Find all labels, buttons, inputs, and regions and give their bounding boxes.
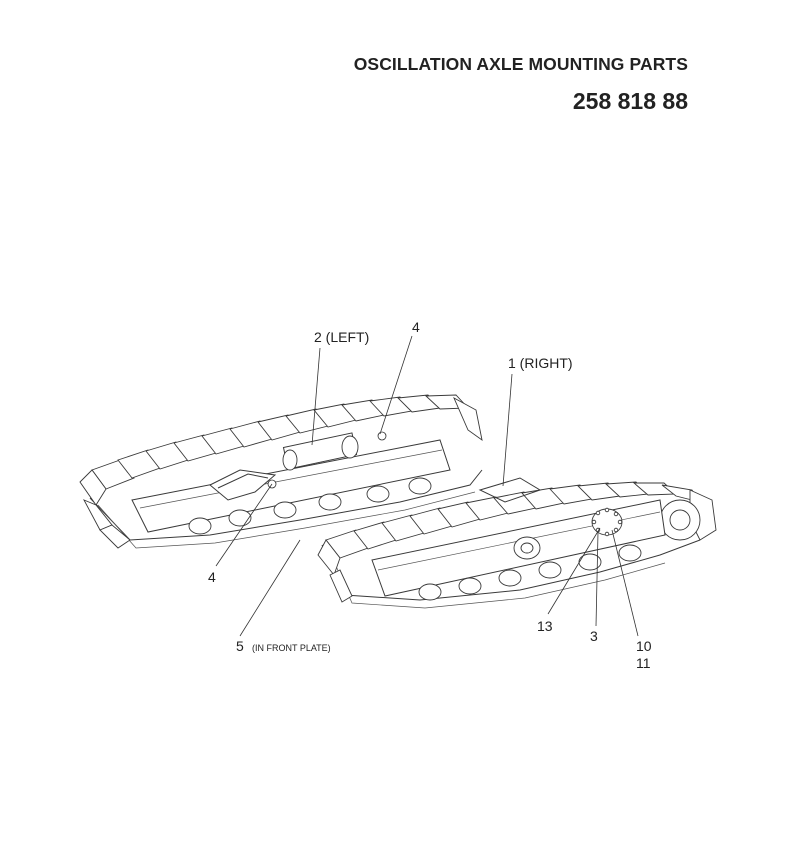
right-track-frame — [317, 477, 717, 609]
callout-top-four: 4 — [412, 319, 420, 335]
callout-item-11: 11 — [636, 655, 651, 671]
callout-right-frame: 1 (RIGHT) — [508, 355, 573, 371]
callout-left-frame: 2 (LEFT) — [314, 329, 369, 345]
leader-lines — [215, 335, 639, 637]
callout-item-10: 10 — [636, 638, 652, 654]
callout-item-13: 13 — [537, 618, 553, 634]
mounting-flange — [591, 507, 623, 537]
part-number: 258 818 88 — [572, 88, 688, 114]
right-bottom-rollers — [418, 544, 642, 601]
left-bottom-rollers — [188, 477, 432, 535]
left-track-frame — [79, 394, 483, 549]
left-track-shoes — [91, 394, 483, 490]
callout-front-plate-note: (IN FRONT PLATE) — [252, 643, 331, 653]
callout-lower-four: 4 — [208, 569, 216, 585]
right-track-shoes — [325, 481, 702, 559]
page-title: OSCILLATION AXLE MOUNTING PARTS — [353, 54, 688, 74]
callout-item-3: 3 — [590, 628, 598, 644]
callout-front-plate-number: 5 — [236, 638, 244, 654]
